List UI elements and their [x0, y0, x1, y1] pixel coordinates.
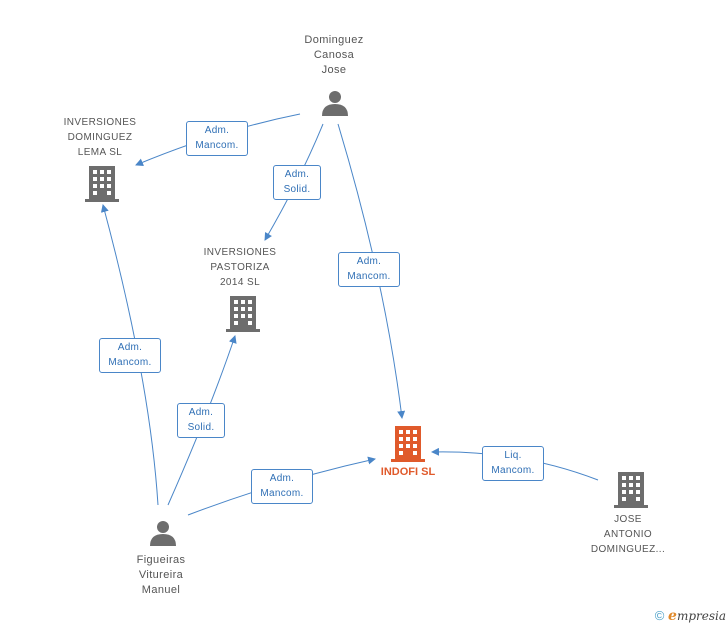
- person-icon: [150, 521, 176, 546]
- copyright-icon: ©: [654, 608, 665, 623]
- edge-label-liq-mancom[interactable]: Liq. Mancom.: [482, 446, 544, 481]
- edge-label-adm-solid[interactable]: Adm. Solid.: [273, 165, 321, 200]
- edge-label-adm-mancom[interactable]: Adm. Mancom.: [251, 469, 313, 504]
- building-icon: [226, 296, 260, 332]
- edge-label-adm-mancom[interactable]: Adm. Mancom.: [338, 252, 400, 287]
- edge-label-adm-solid[interactable]: Adm. Solid.: [177, 403, 225, 438]
- node-label-jose-antonio[interactable]: JOSE ANTONIO DOMINGUEZ...: [590, 514, 666, 555]
- node-label-indofi[interactable]: INDOFI SL: [380, 466, 436, 478]
- node-label-figueiras[interactable]: Figueiras Vitureira Manuel: [136, 554, 186, 596]
- node-label-inversiones-pastoriza[interactable]: INVERSIONES PASTORIZA 2014 SL: [203, 247, 277, 288]
- edge-label-adm-mancom[interactable]: Adm. Mancom.: [99, 338, 161, 373]
- edge-label-adm-mancom[interactable]: Adm. Mancom.: [186, 121, 248, 156]
- brand-footer: © empresia: [655, 608, 726, 624]
- building-icon-focus: [391, 426, 425, 462]
- brand-logo: empresia: [668, 608, 726, 624]
- building-icon: [614, 472, 648, 508]
- node-label-inversiones-dominguez-lema[interactable]: INVERSIONES DOMINGUEZ LEMA SL: [63, 117, 137, 158]
- person-icon: [322, 91, 348, 116]
- node-label-dominguez-canosa[interactable]: Dominguez Canosa Jose: [304, 34, 364, 76]
- building-icon: [85, 166, 119, 202]
